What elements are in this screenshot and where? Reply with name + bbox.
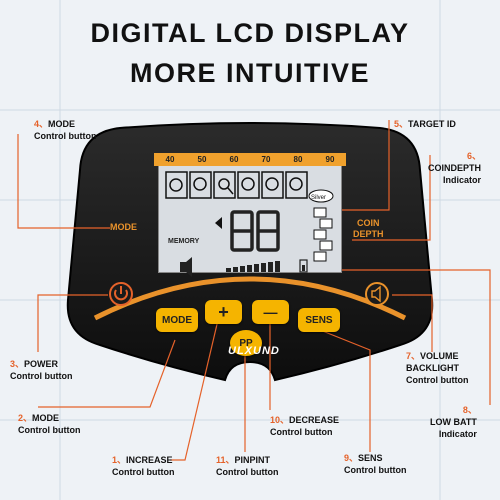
memory-label: MEMORY — [168, 238, 200, 245]
callout-target-id-5: 5、TARGET ID — [394, 119, 456, 129]
decrease-button[interactable]: — — [252, 300, 289, 324]
headline-line-2: MORE INTUITIVE — [129, 58, 370, 88]
scale-label: 50 — [197, 155, 207, 164]
callout-mode-4: 4、MODE Control button — [34, 119, 97, 141]
pinpoint-button[interactable]: PP — [230, 330, 262, 356]
target-id-scale: 40 50 60 70 80 90 — [154, 153, 346, 166]
increase-button[interactable]: + — [205, 300, 242, 324]
callout-power-3: 3、POWER Control button — [10, 359, 73, 381]
headline-line-1: DIGITAL LCD DISPLAY — [90, 18, 410, 48]
coin-depth-label: COIN DEPTH — [353, 218, 384, 239]
callout-volume-7: 7、VOLUME BACKLIGHT Control button — [406, 351, 469, 385]
coin-target-icon — [189, 171, 212, 199]
scale-label: 60 — [229, 155, 239, 164]
scale-label: 40 — [165, 155, 175, 164]
volume-icon — [365, 282, 389, 306]
key-target-icon — [213, 171, 236, 199]
sens-button[interactable]: SENS — [298, 308, 340, 332]
callout-low-batt-8: 8、 LOW BATT Indicator — [430, 405, 477, 439]
callout-coindepth-6: 6、 COINDEPTH Indicator — [428, 151, 482, 185]
dollar-target-icon — [261, 171, 284, 199]
scale-label: 90 — [325, 155, 335, 164]
brand-logo: ULXUND — [228, 345, 280, 357]
mode-button[interactable]: MODE — [156, 308, 198, 332]
silver-label: Silver — [311, 195, 326, 201]
ring-target-icon — [165, 171, 188, 199]
scale-label: 80 — [293, 155, 303, 164]
callout-increase-1: 1、INCREASE Control button — [112, 455, 175, 477]
callout-decrease-10: 10、DECREASE Control button — [270, 415, 340, 437]
mode-side-label: MODE — [110, 222, 137, 232]
coin-target-icon — [237, 171, 260, 199]
callout-pinpoint-11: 11、PINPINT Control button — [216, 455, 279, 477]
callout-sens-9: 9、SENS Control button — [344, 453, 407, 475]
scale-label: 70 — [261, 155, 271, 164]
callout-mode-2: 2、MODE Control button — [18, 413, 81, 435]
dollar-target-icon — [285, 171, 308, 199]
